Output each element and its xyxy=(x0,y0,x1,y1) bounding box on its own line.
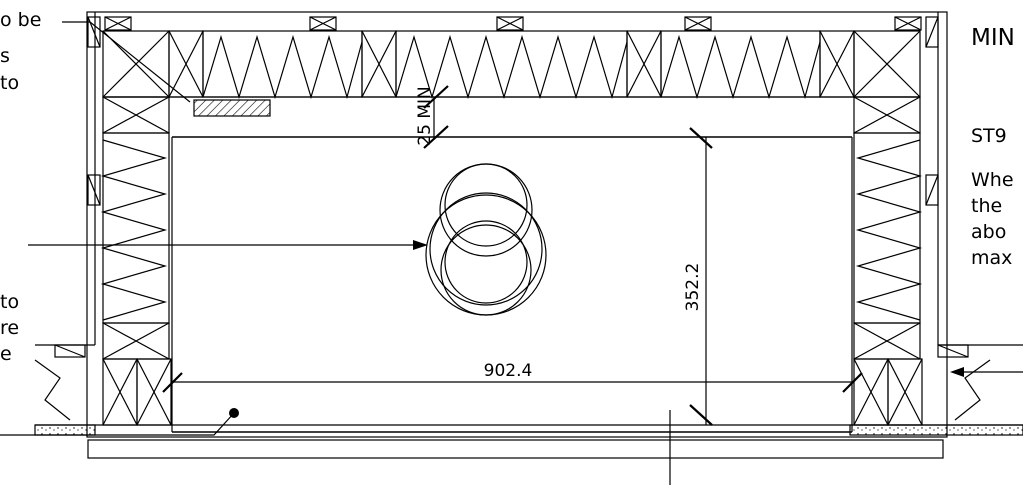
outer-frame xyxy=(86,11,948,438)
top-insulation-3 xyxy=(660,34,821,100)
left-note-line-2: s xyxy=(0,45,10,67)
dimension-clearance-label: 25 MIN xyxy=(415,86,435,145)
leader-bottom-left xyxy=(0,412,235,436)
top-studs xyxy=(102,30,921,98)
right-code: ST9 xyxy=(971,125,1007,147)
right-title: MIN xyxy=(971,25,1015,51)
left-note-line-6: e xyxy=(0,343,12,365)
flue-collar xyxy=(425,163,547,316)
top-insulation-2 xyxy=(395,34,628,100)
right-body-line-1: Whe xyxy=(971,169,1014,191)
hearth-base xyxy=(87,439,944,459)
left-note-line-4: to xyxy=(0,291,20,313)
right-wall-insulation xyxy=(855,139,923,321)
dimension-width-label: 902.4 xyxy=(484,361,533,381)
leader-top-left xyxy=(62,21,191,103)
leader-dot xyxy=(229,408,239,418)
hatched-block xyxy=(193,99,271,117)
top-insulation-1 xyxy=(202,34,363,100)
left-wall-insulation xyxy=(100,139,168,321)
right-body-line-2: the xyxy=(971,195,1003,217)
left-note-line-3: to xyxy=(0,72,20,94)
left-note-line-5: re xyxy=(0,317,20,339)
top-blocking xyxy=(87,16,939,48)
right-body-line-4: max xyxy=(971,247,1013,269)
right-body-line-3: abo xyxy=(971,221,1007,243)
arrow-flue xyxy=(413,240,428,250)
left-note-line-1: o be xyxy=(0,9,42,31)
dimension-height-label: 352.2 xyxy=(683,263,703,312)
